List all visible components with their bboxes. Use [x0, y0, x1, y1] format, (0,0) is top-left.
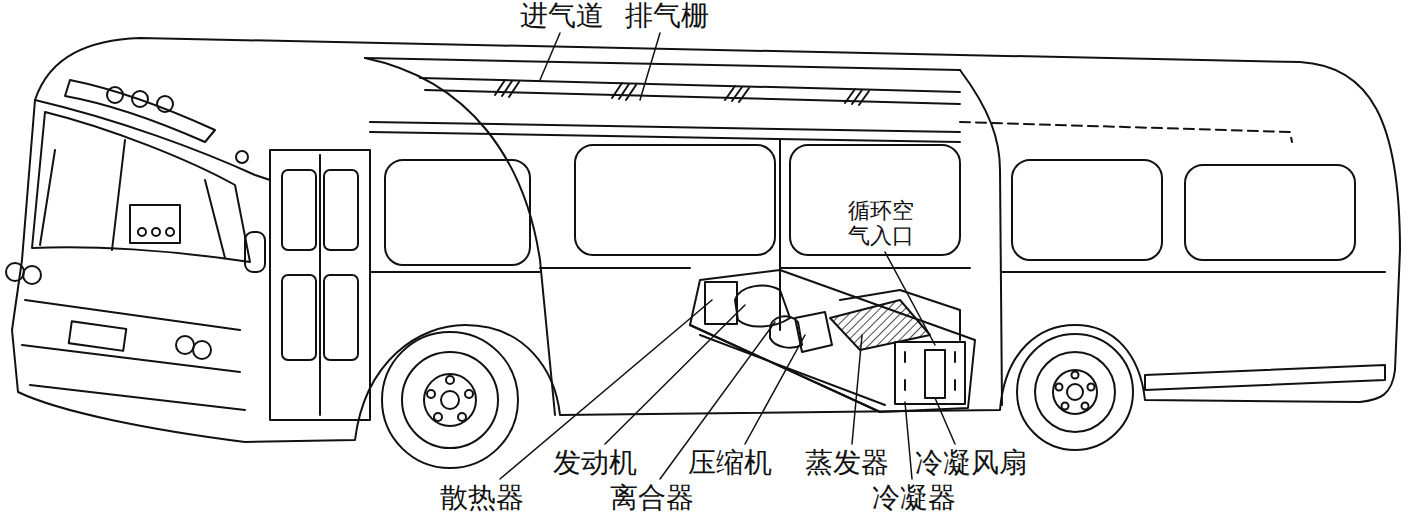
- part-label: 冷凝风扇: [915, 449, 1027, 477]
- side-window: [385, 160, 530, 265]
- door-frame: [270, 150, 370, 420]
- headlight: [23, 266, 41, 284]
- instrument-panel: [130, 205, 180, 243]
- part-label: 离合器: [610, 484, 694, 512]
- label-anchor: 压缩机: [688, 449, 772, 477]
- part-label: 进气道: [520, 2, 604, 30]
- part-label: 循环空 气入口: [848, 198, 918, 249]
- marker-lamp: [236, 151, 248, 163]
- label-anchor: 发动机: [553, 449, 637, 477]
- windshield: [32, 112, 250, 262]
- part-label: 压缩机: [688, 449, 772, 477]
- label-anchor: 循环空 气入口: [848, 198, 918, 249]
- label-anchor: 冷凝器: [872, 484, 956, 512]
- leader-line: [660, 322, 775, 479]
- roof-lamp: [107, 87, 123, 103]
- part-label: 散热器: [440, 484, 524, 512]
- gauge: [138, 228, 146, 236]
- far-window: [790, 145, 960, 255]
- bus-front: [12, 100, 245, 442]
- part-label: 冷凝器: [872, 484, 956, 512]
- gauge: [152, 228, 160, 236]
- roof-lamp: [157, 96, 173, 112]
- rear-roof-dash: [960, 122, 1292, 142]
- leader-line: [935, 398, 955, 444]
- cutaway-edge-rear: [960, 70, 1002, 405]
- leader-line: [640, 33, 660, 100]
- handrail: [370, 122, 960, 142]
- label-anchor: 冷凝风扇: [915, 449, 1027, 477]
- label-anchor: 离合器: [610, 484, 694, 512]
- compressor: [795, 312, 832, 352]
- headlight: [193, 341, 211, 359]
- belt-line: [1002, 271, 1385, 273]
- leader-line: [540, 33, 560, 80]
- roof-lamp: [132, 91, 148, 107]
- bus-roof-inner: [365, 58, 960, 70]
- side-window: [1185, 165, 1355, 260]
- far-window: [575, 145, 775, 255]
- front-wheel: [382, 332, 518, 468]
- leader-line: [605, 305, 745, 444]
- part-label: 排气栅: [625, 2, 709, 30]
- headlight: [6, 263, 24, 281]
- rub-strip: [1145, 365, 1385, 390]
- windshield-divider: [112, 140, 125, 250]
- door-window: [324, 170, 358, 250]
- bus-front-edge: [35, 100, 270, 180]
- label-anchor: 进气道: [520, 2, 604, 30]
- door-window: [324, 275, 358, 360]
- gauge: [166, 228, 174, 236]
- pillar: [779, 140, 781, 330]
- label-anchor: 排气栅: [625, 2, 709, 30]
- condenser-fan: [925, 350, 945, 398]
- condenser-bracket: [905, 352, 955, 390]
- license-plate: [69, 321, 127, 350]
- leader-line: [852, 335, 862, 444]
- leader-line: [905, 402, 912, 479]
- belt-line: [370, 271, 540, 273]
- air-duct: [420, 78, 960, 104]
- label-anchor: 散热器: [440, 484, 524, 512]
- label-anchor: 蒸发器: [805, 449, 889, 477]
- part-label: 发动机: [553, 449, 637, 477]
- side-window: [1012, 160, 1162, 260]
- front-panel: [22, 300, 245, 410]
- door-window: [282, 170, 316, 250]
- front-sign: [65, 80, 215, 142]
- duct-box: [840, 290, 960, 340]
- condenser: [895, 342, 965, 404]
- vent-grille: [495, 80, 869, 105]
- door-window: [282, 275, 316, 360]
- leader-lines: [500, 33, 955, 479]
- leader-line: [745, 335, 805, 444]
- leader-line: [885, 252, 935, 345]
- door-split: [319, 155, 321, 415]
- bus-roof: [35, 38, 1400, 402]
- mirror: [245, 232, 265, 272]
- rear-wheel: [1017, 334, 1133, 450]
- wiper: [40, 150, 225, 258]
- part-label: 蒸发器: [805, 449, 889, 477]
- headlight: [176, 336, 194, 354]
- interior-floor: [540, 267, 970, 269]
